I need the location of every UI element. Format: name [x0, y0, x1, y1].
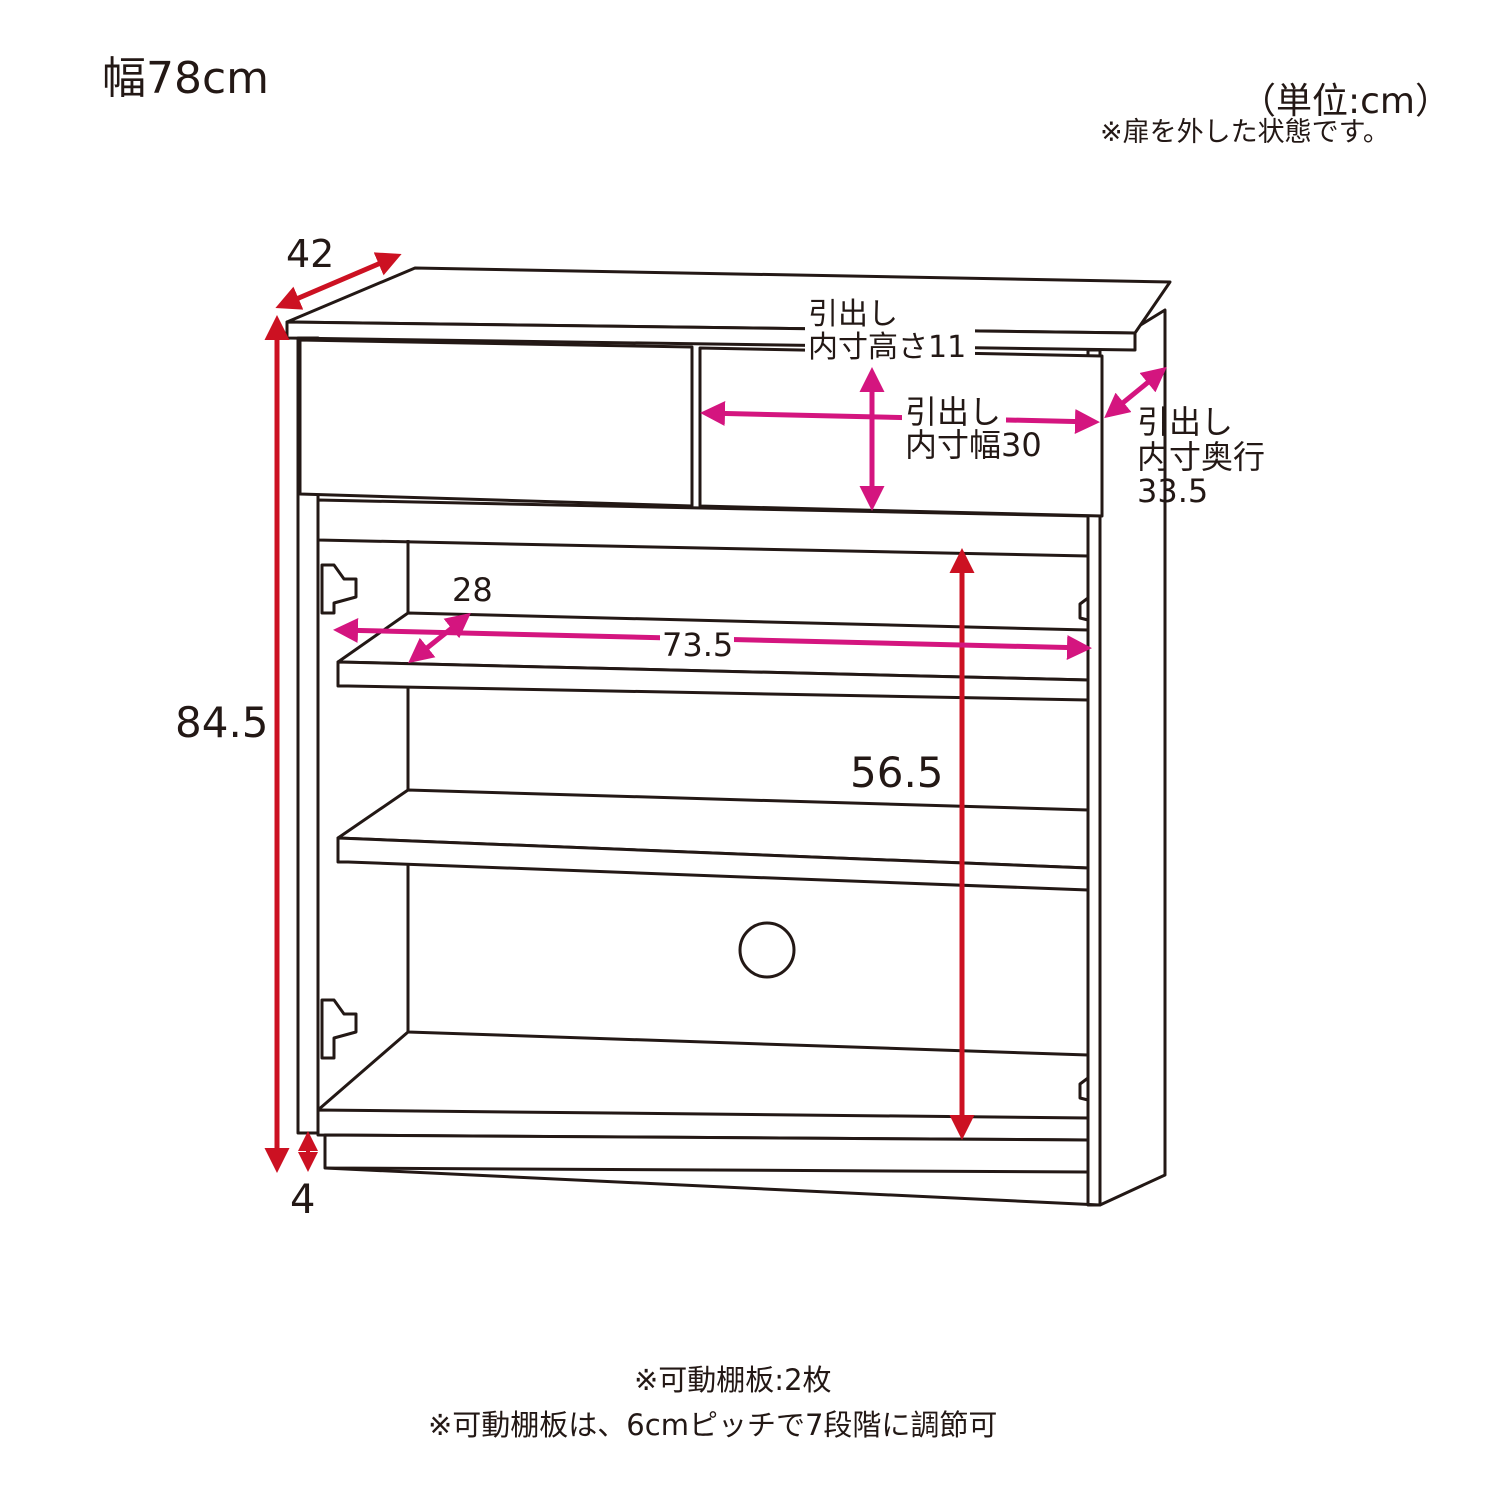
hinge-lower-right	[1078, 1076, 1090, 1102]
drawer-height-label-1: 引出し	[808, 297, 898, 332]
hinge-lower-left	[320, 998, 358, 1060]
hinge-upper-right	[1078, 596, 1090, 622]
width-label: 幅78cm	[102, 53, 270, 104]
drawer-width-label-2: 内寸幅30	[905, 426, 1042, 464]
plinth	[323, 1133, 1090, 1174]
drawer-height-label-2: 内寸高さ11	[808, 330, 967, 365]
drawer-depth-arrow	[1104, 366, 1167, 419]
door-note: ※扉を外した状態です。	[1100, 117, 1390, 148]
inner-width-value: 73.5	[662, 626, 734, 664]
shelf-count-note: ※可動棚板:2枚	[634, 1363, 832, 1397]
shelf-depth-value: 28	[452, 571, 493, 609]
base-line	[324, 1166, 1101, 1207]
hinge-upper-left	[320, 563, 358, 615]
shelf-adjust-note: ※可動棚板は、6cmピッチで7段階に調節可	[428, 1408, 998, 1442]
depth-value: 42	[286, 232, 335, 276]
drawer-depth-label-3: 33.5	[1137, 472, 1209, 510]
drawer-rail	[316, 498, 1090, 558]
inner-floor-edge	[317, 1030, 409, 1112]
cable-hole	[738, 921, 796, 979]
drawer-depth-label-2: 内寸奥行	[1137, 438, 1266, 476]
height-value: 84.5	[175, 698, 269, 747]
plinth-value: 4	[290, 1177, 316, 1223]
drawer-left	[298, 338, 694, 508]
drawer-width-arrow	[700, 400, 1100, 435]
unit-label: （単位:cm）	[1240, 81, 1451, 122]
inner-height-value: 56.5	[850, 748, 944, 797]
depth-arrow	[275, 252, 402, 310]
drawer-width-label-1: 引出し	[905, 393, 1002, 431]
drawer-depth-label-1: 引出し	[1137, 403, 1234, 441]
